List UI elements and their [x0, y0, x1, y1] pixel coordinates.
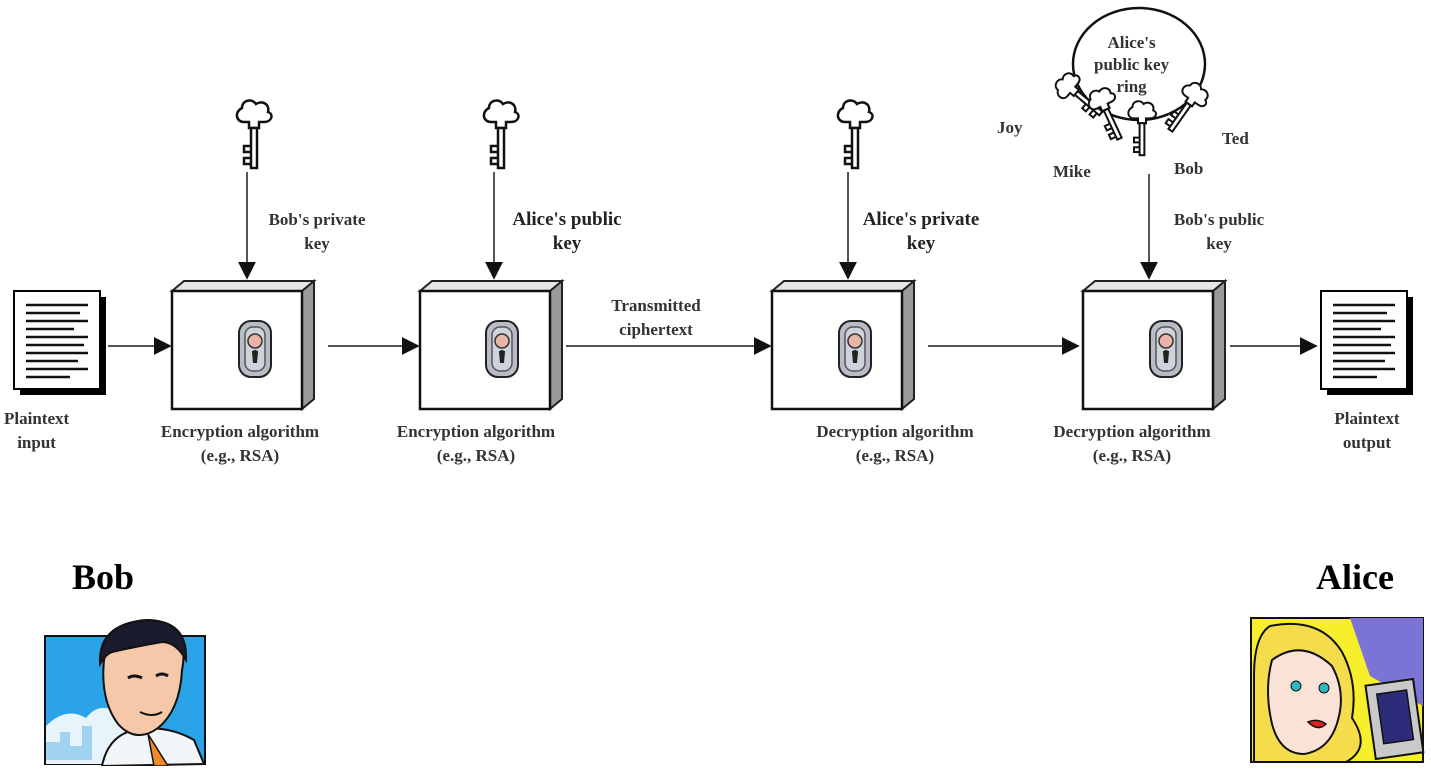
key-ring-title-line: Alice's [1107, 33, 1156, 52]
key-ring-title-line: public key [1094, 55, 1170, 74]
plaintext-input-label: Plaintext input [4, 407, 69, 455]
lock-icon [485, 320, 519, 378]
label-line: key [552, 233, 582, 254]
label-line: Alice's private [862, 209, 980, 230]
label-line: (e.g., RSA) [436, 446, 516, 465]
alice-name: Alice [1316, 557, 1394, 597]
encryption-box-2-label: Encryption algorithm (e.g., RSA) [376, 420, 576, 468]
ring-key-label-ted: Ted [1222, 129, 1249, 148]
label-line: Bob's public [1173, 210, 1265, 229]
alice-private-key-label: Alice's private key [852, 208, 990, 256]
key-ring-title-line: ring [1116, 77, 1147, 96]
bob-private-key-label: Bob's private key [256, 208, 378, 256]
lock-icon [838, 320, 872, 378]
transmitted-ciphertext-label: Transmitted ciphertext [596, 294, 716, 342]
plaintext-output-document-icon [1319, 289, 1415, 397]
ring-key-label-joy: Joy [997, 118, 1023, 137]
bob-portrait [44, 618, 206, 766]
label-line: (e.g., RSA) [1092, 446, 1172, 465]
label-line: Decryption algorithm [1053, 422, 1211, 441]
decryption-box-2-label: Decryption algorithm (e.g., RSA) [1032, 420, 1232, 468]
key-icon [836, 99, 874, 170]
label-line: Transmitted [611, 296, 701, 315]
bob-public-key-label: Bob's public key [1162, 208, 1276, 256]
label-line: key [1206, 234, 1232, 253]
label-line: Plaintext [4, 409, 70, 428]
label-line: (e.g., RSA) [855, 446, 935, 465]
key-icon [235, 99, 273, 170]
alice-public-key-label: Alice's public key [502, 208, 632, 256]
plaintext-output-label: Plaintext output [1322, 407, 1412, 455]
label-line: Alice's public [512, 209, 622, 230]
label-line: key [304, 234, 330, 253]
ring-key-label-mike: Mike [1053, 162, 1091, 181]
label-line: Plaintext [1334, 409, 1400, 428]
key-ring-title: Alice's public key ring [1094, 32, 1169, 98]
decryption-box-1-label: Decryption algorithm (e.g., RSA) [795, 420, 995, 468]
lock-icon [238, 320, 272, 378]
key-ring-icon [1049, 6, 1214, 157]
label-line: ciphertext [619, 320, 693, 339]
label-line: key [906, 233, 936, 254]
label-line: Encryption algorithm [396, 422, 556, 441]
key-icon [482, 99, 520, 170]
bob-name: Bob [72, 557, 135, 597]
label-line: Decryption algorithm [816, 422, 974, 441]
label-line: Bob's private [268, 210, 366, 229]
ring-key-label-bob: Bob [1174, 159, 1204, 178]
label-line: Encryption algorithm [160, 422, 320, 441]
label-line: (e.g., RSA) [200, 446, 280, 465]
alice-portrait [1250, 617, 1425, 763]
encryption-box-1-label: Encryption algorithm (e.g., RSA) [140, 420, 340, 468]
lock-icon [1149, 320, 1183, 378]
label-line: input [17, 433, 56, 452]
plaintext-input-document-icon [12, 289, 108, 397]
label-line: output [1342, 433, 1392, 452]
